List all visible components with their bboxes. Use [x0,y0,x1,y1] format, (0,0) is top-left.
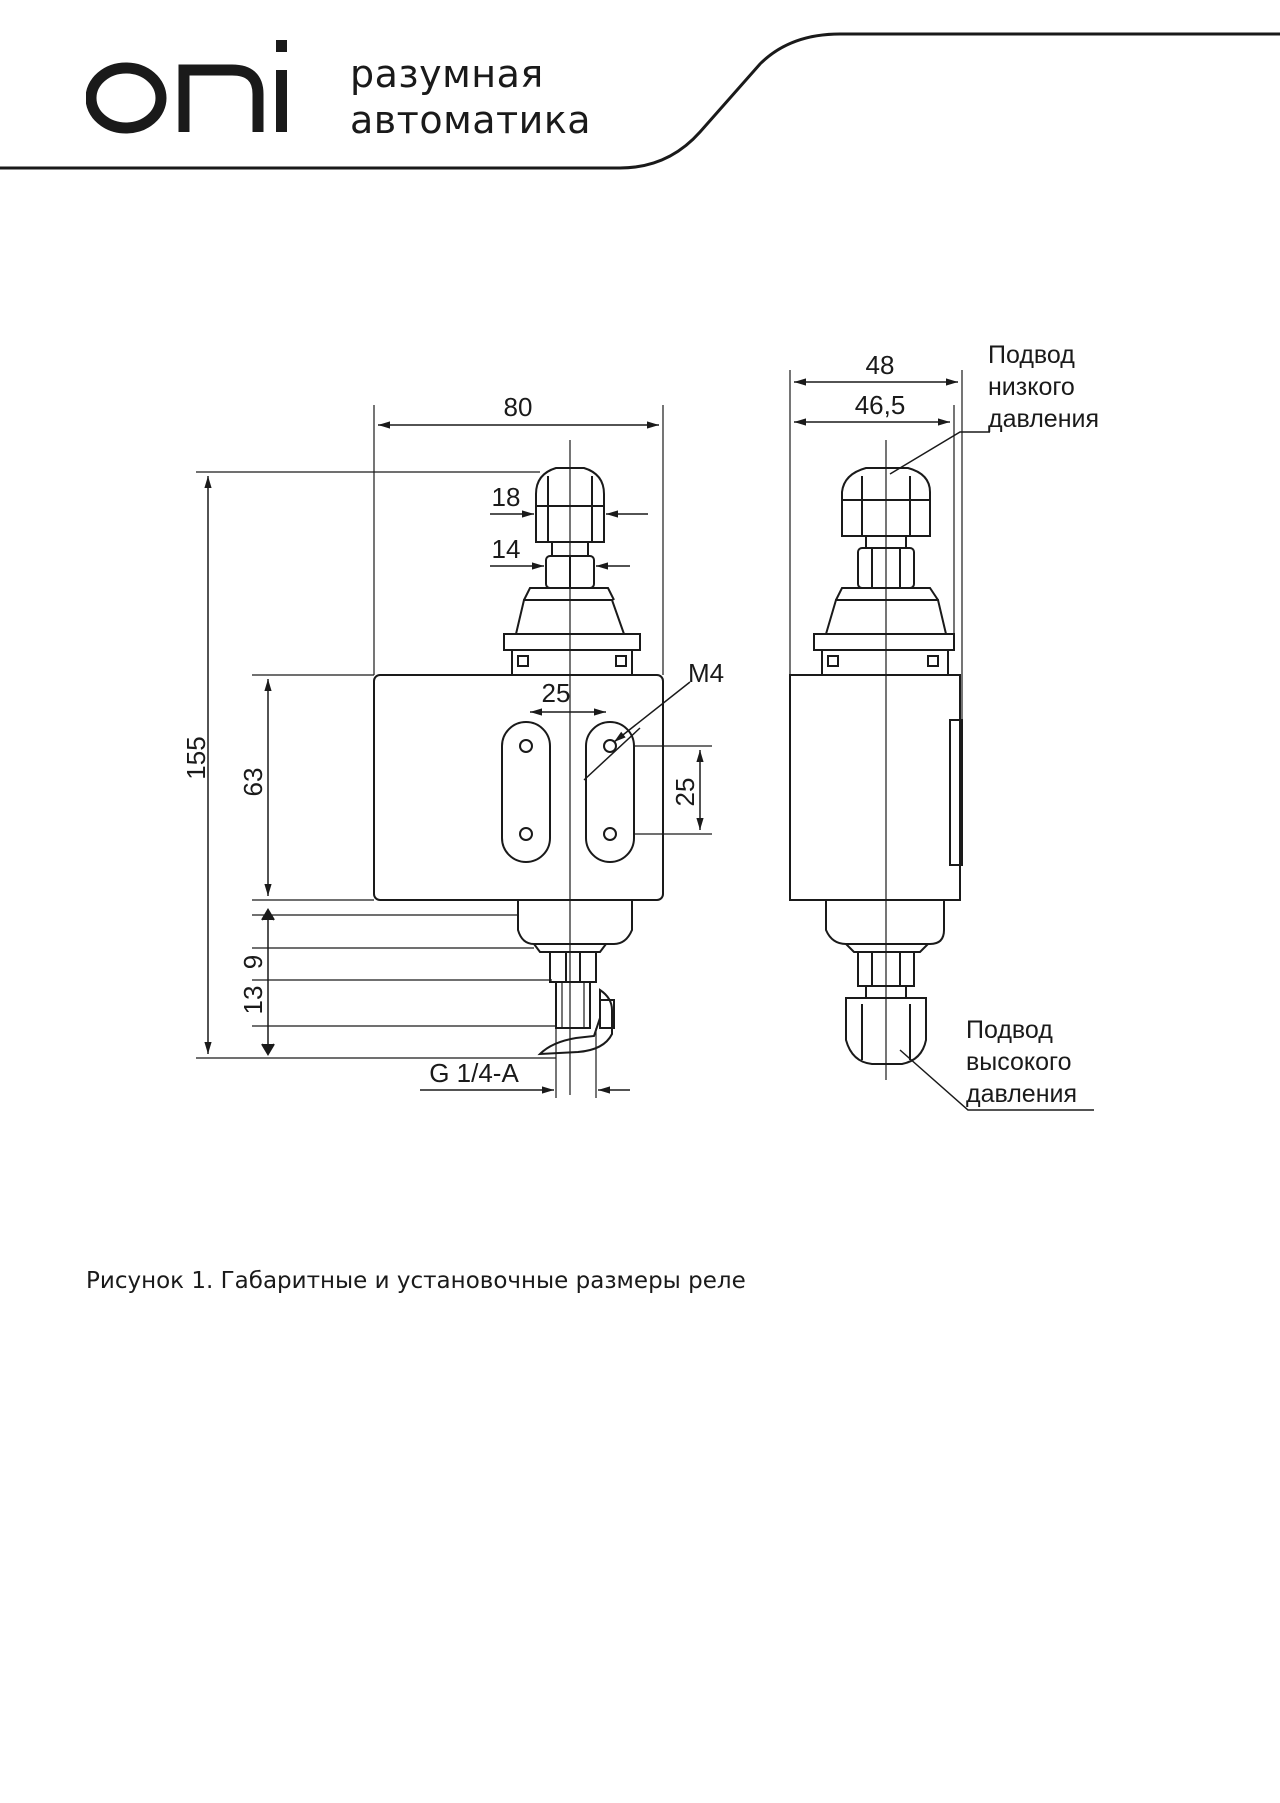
tagline-line1: разумная [350,52,544,96]
side-view [789,370,1094,1111]
figure-caption: Рисунок 1. Габаритные и установочные раз… [86,1268,746,1294]
high-pressure-label-1: Подвод [966,1016,1053,1044]
dim-thread-m4: M4 [688,658,724,688]
header-divider-curve [0,32,1280,170]
tagline-line2: автоматика [350,98,592,142]
low-pressure-label-1: Подвод [988,341,1075,369]
header-band [0,32,1280,170]
dim-nut-18: 18 [492,482,521,512]
front-dimension-labels: 80 18 14 25 M4 G 1/4-A 155 63 25 9 13 [181,392,724,1088]
front-view [196,405,712,1098]
side-dimension-labels: 48 46,5 Подвод низкого давления Подвод в… [855,341,1099,1108]
high-pressure-label-2: высокого [966,1048,1072,1076]
dim-height-63: 63 [238,768,268,797]
dim-width-48: 48 [866,350,895,380]
oni-logo [86,40,287,134]
low-pressure-label-3: давления [988,405,1099,433]
high-pressure-label-3: давления [966,1080,1077,1108]
dim-height-155: 155 [181,736,211,779]
dim-thread-g14a: G 1/4-A [429,1058,519,1088]
dim-width-46-5: 46,5 [855,390,906,420]
dim-9: 9 [238,955,268,969]
dim-hole-spacing-h: 25 [542,678,571,708]
low-pressure-label-2: низкого [988,373,1075,401]
dim-13: 13 [238,986,268,1015]
dim-width-80: 80 [504,392,533,422]
dimension-drawing: 80 18 14 25 M4 G 1/4-A 155 63 25 9 13 48… [181,341,1099,1111]
dim-hole-spacing-v: 25 [670,778,700,807]
dim-nut-14: 14 [492,534,521,564]
